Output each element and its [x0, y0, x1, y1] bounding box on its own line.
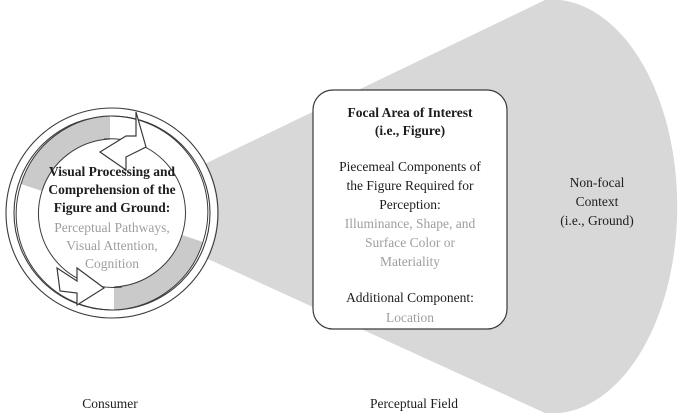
cycle-heading-line-1: Visual Processing and [49, 164, 176, 179]
focal-heading-line-2: (i.e., Figure) [375, 123, 445, 138]
focal-section-one-detail-line-2: Surface Color or [365, 235, 455, 250]
label-consumer: Consumer [82, 396, 138, 411]
cycle-detail-line-2: Visual Attention, [66, 238, 157, 253]
focal-section-one-detail-line-3: Materiality [380, 254, 440, 269]
cone-label-line-2: Context [576, 194, 619, 209]
focal-section-one-detail-line-1: Illuminance, Shape, and [345, 216, 476, 231]
cycle-detail-line-3: Cognition [85, 256, 139, 271]
focal-heading-line-1: Focal Area of Interest [347, 105, 473, 120]
cone-label-line-3: (i.e., Ground) [560, 213, 633, 228]
cycle-band-lower-right [114, 235, 203, 310]
cycle-band-outline-4 [113, 234, 183, 288]
cone-label-line-1: Non-focal [570, 175, 625, 190]
focal-section-one-heading-line-1: Piecemeal Components of [339, 159, 481, 174]
focal-section-two-heading-line-1: Additional Component: [346, 290, 474, 305]
focal-section-two-detail-line-1: Location [386, 310, 434, 325]
cycle-band-outline-2 [41, 138, 111, 192]
focal-box-shape [312, 89, 508, 330]
cycle-arrow-top [98, 111, 147, 172]
focal-section-one-heading-line-3: Perception: [379, 197, 440, 212]
cycle-outer-circle [5, 107, 219, 319]
cycle-arrow-bottom [56, 266, 106, 307]
cycle-heading-line-2: Comprehension of the [48, 182, 175, 197]
cone-label: Non-focal Context (i.e., Ground) [560, 175, 633, 228]
focal-section-one-heading-line-2: the Figure Required for [346, 178, 474, 193]
cycle-detail-line-1: Perceptual Pathways, [54, 220, 169, 235]
focal-area-of-interest-box: Focal Area of Interest (i.e., Figure) Pi… [312, 89, 508, 330]
cycle-sweep-right [109, 115, 209, 243]
cycle-heading-line-3: Figure and Ground: [54, 200, 171, 215]
bottom-labels: Consumer Perceptual Field [82, 396, 458, 411]
consumer-cycle: Visual Processing and Comprehension of t… [5, 107, 219, 319]
cycle-band-upper-left [21, 116, 110, 191]
cycle-band-outline-1 [20, 115, 111, 185]
cycle-band-outline-3 [113, 241, 204, 311]
cycle-sweep-left [15, 183, 115, 311]
label-perceptual-field: Perceptual Field [370, 396, 458, 411]
